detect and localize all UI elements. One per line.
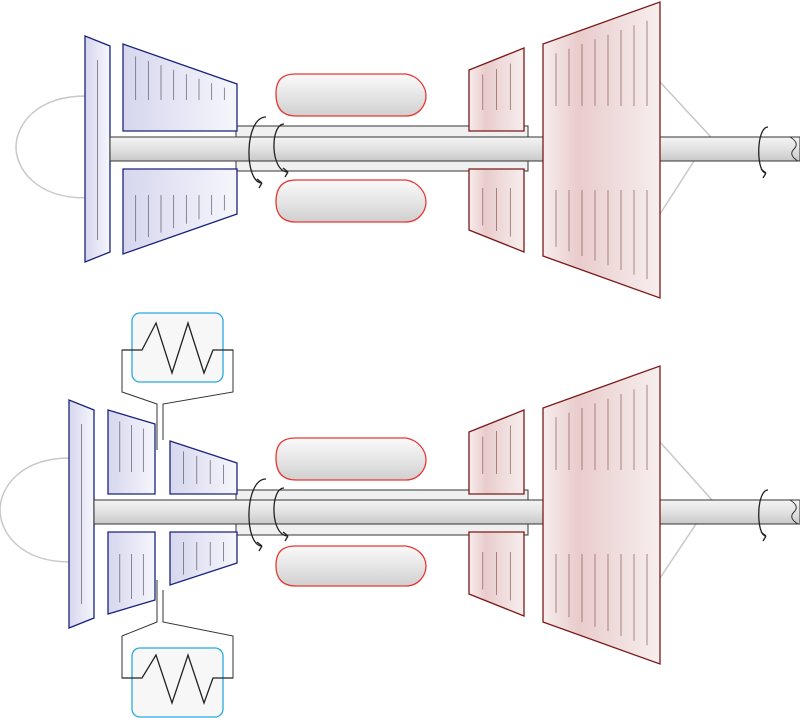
shaft-end-wave (789, 136, 799, 162)
engine-top (15, 1, 800, 299)
turbine-lp (542, 1, 661, 299)
nose-spinner (15, 95, 87, 199)
compressor-lower (122, 168, 238, 255)
nose-spinner (0, 457, 71, 563)
rotation-arrow-icon (248, 116, 769, 189)
inner-shaft (93, 499, 800, 525)
turbine-lp (542, 365, 661, 665)
combustor-lower (275, 179, 427, 223)
heat-exchanger-coil-icon (122, 652, 233, 706)
combustor-upper (275, 73, 427, 117)
combustor-lower (275, 545, 427, 587)
inner-shaft (109, 136, 800, 162)
blade-lines (97, 20, 648, 280)
engine-bottom (0, 312, 800, 718)
heat-exchanger-lower (122, 647, 233, 718)
shaft-end-wave (789, 499, 799, 525)
hp-compressor-lower (169, 531, 238, 586)
hp-compressor-upper (169, 440, 238, 495)
rotation-arrow-icon (248, 478, 769, 552)
combustor-upper (275, 437, 427, 481)
compressor-upper (122, 43, 238, 132)
heat-exchanger-upper (122, 312, 233, 383)
heat-exchanger-coil-icon (122, 320, 233, 376)
blade-lines (81, 384, 648, 646)
